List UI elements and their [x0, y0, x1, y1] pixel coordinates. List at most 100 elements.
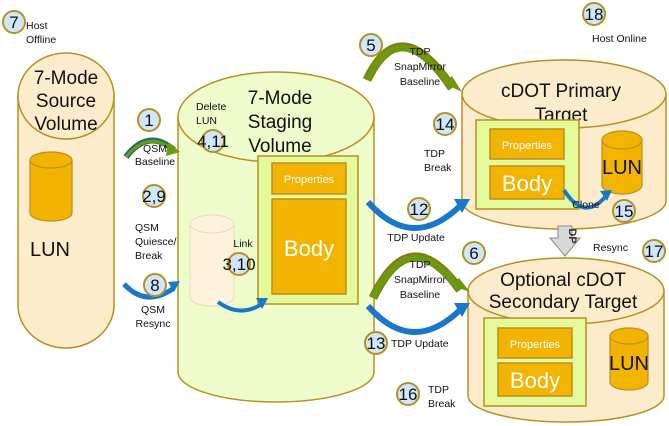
primary-body-label: Body [502, 171, 552, 196]
secondary-target-volume: Optional cDOT Secondary Target Propertie… [467, 257, 665, 423]
staging-body-box [271, 198, 347, 295]
step-6-label-1: TDP [410, 259, 431, 271]
step-badge-7 [2, 10, 26, 34]
step-5-label-1: TDP [410, 46, 431, 58]
step-number-12: 12 [410, 200, 429, 219]
primary-properties-box [489, 128, 565, 160]
step-number-15: 15 [615, 202, 634, 221]
step-13-label: TDP Update [391, 338, 449, 350]
step-badge-8 [143, 273, 167, 297]
step-7-label-1: Host [26, 20, 48, 32]
step-badge-15 [612, 199, 636, 223]
source-lun-label: LUN [30, 239, 70, 261]
step-number-1: 1 [144, 111, 153, 130]
step-badge-14 [433, 112, 457, 136]
step-number-13: 13 [367, 334, 386, 353]
secondary-body-label: Body [510, 368, 560, 393]
step-5-label-2: SnapMirror [394, 61, 446, 73]
step-badge-17 [642, 239, 666, 263]
dp-arrow: DP [548, 225, 582, 257]
step-1-label-1: QSM [143, 143, 167, 155]
step-badge-2-9 [142, 184, 166, 208]
primary-lun-cylinder [601, 130, 643, 195]
staging-title-3: Volume [248, 136, 311, 157]
step-17-label: Resync [593, 242, 628, 254]
primary-body-box [489, 165, 565, 200]
step-number-16: 16 [399, 385, 418, 404]
tdp-update-arrow-13 [365, 303, 470, 335]
step-badge-18 [582, 2, 606, 26]
step-badge-5 [359, 33, 383, 57]
step-14-label-1: TDP [424, 148, 445, 160]
step-5-label-3: Baseline [400, 76, 440, 88]
clone-arrow [562, 188, 612, 210]
step-15-label: Clone [572, 199, 600, 211]
step-number-5: 5 [366, 36, 375, 55]
secondary-lun-cylinder [609, 327, 649, 391]
step-8-label-2: Resync [135, 318, 170, 330]
step-18-label: Host Online [592, 33, 647, 45]
staging-volume: 7-Mode Staging Volume Properties Body [177, 71, 375, 403]
primary-title-1: cDOT Primary [501, 81, 621, 102]
source-volume: 7-Mode Source Volume LUN [17, 52, 115, 349]
step-number-4-11: 4,11 [197, 132, 229, 151]
staging-properties-box [271, 162, 347, 195]
step-number-8: 8 [150, 276, 159, 295]
step-number-6: 6 [469, 244, 478, 263]
staging-body-label: Body [284, 236, 334, 261]
step-badge-4-11 [201, 129, 225, 153]
secondary-properties-label: Properties [510, 339, 561, 351]
ghost-lun-cylinder [189, 214, 235, 307]
step-2-9-label-3: Break [135, 250, 163, 262]
source-title-2: Source [36, 91, 96, 112]
step-3-10-label: Link [233, 238, 253, 250]
qsm-baseline-arrow [123, 137, 180, 159]
secondary-properties-box [497, 327, 573, 359]
link-arrow [216, 298, 268, 313]
step-12-label: TDP Update [387, 232, 445, 244]
step-badge-3-10 [227, 252, 251, 276]
step-6-label-2: SnapMirror [394, 274, 446, 286]
dp-label: DP [566, 228, 578, 243]
step-badge-1 [137, 108, 161, 132]
step-badge-16 [396, 382, 420, 406]
step-badge-13 [364, 331, 388, 355]
step-number-3-10: 3,10 [222, 255, 255, 274]
source-title-1: 7-Mode [34, 68, 98, 89]
primary-properties-label: Properties [502, 140, 553, 152]
source-title-3: Volume [34, 114, 97, 135]
step-4-11-label-1: Delete [196, 101, 227, 113]
step-badge-6 [462, 241, 486, 265]
staging-properties-label: Properties [284, 174, 335, 186]
source-lun-cylinder [29, 151, 73, 222]
step-16-label-1: TDP [428, 384, 449, 396]
step-1-label-2: Baseline [135, 156, 175, 168]
step-number-2-9: 2,9 [142, 187, 166, 206]
step-badge-12 [407, 197, 431, 221]
step-number-14: 14 [436, 115, 455, 134]
step-number-17: 17 [645, 242, 664, 261]
staging-title-1: 7-Mode [248, 88, 312, 109]
tdp-snapmirror-baseline-arrow-6 [368, 252, 470, 300]
tdp-snapmirror-baseline-arrow-5 [362, 42, 462, 92]
step-14-label-2: Break [424, 162, 452, 174]
secondary-body-box [497, 362, 573, 397]
secondary-lun-label: LUN [609, 353, 649, 375]
step-6-label-3: Baseline [400, 289, 440, 301]
primary-target-volume: cDOT Primary Target Properties Body LUN [461, 59, 667, 230]
step-7-label-2: Offline [26, 34, 56, 46]
qsm-resync-arrow [122, 281, 180, 300]
step-16-label-2: Break [428, 398, 456, 410]
secondary-title-1: Optional cDOT [500, 270, 626, 291]
step-number-18: 18 [585, 5, 604, 24]
primary-lun-label: LUN [602, 157, 642, 179]
step-2-9-label-1: QSM [135, 222, 159, 234]
staging-title-2: Staging [248, 112, 312, 133]
step-number-7: 7 [9, 13, 18, 32]
step-4-11-label-2: LUN [196, 115, 217, 127]
tdp-update-arrow-12 [365, 199, 470, 231]
step-8-label-1: QSM [141, 304, 165, 316]
step-2-9-label-2: Quiesce/ [135, 236, 177, 248]
secondary-title-2: Secondary Target [489, 292, 638, 313]
